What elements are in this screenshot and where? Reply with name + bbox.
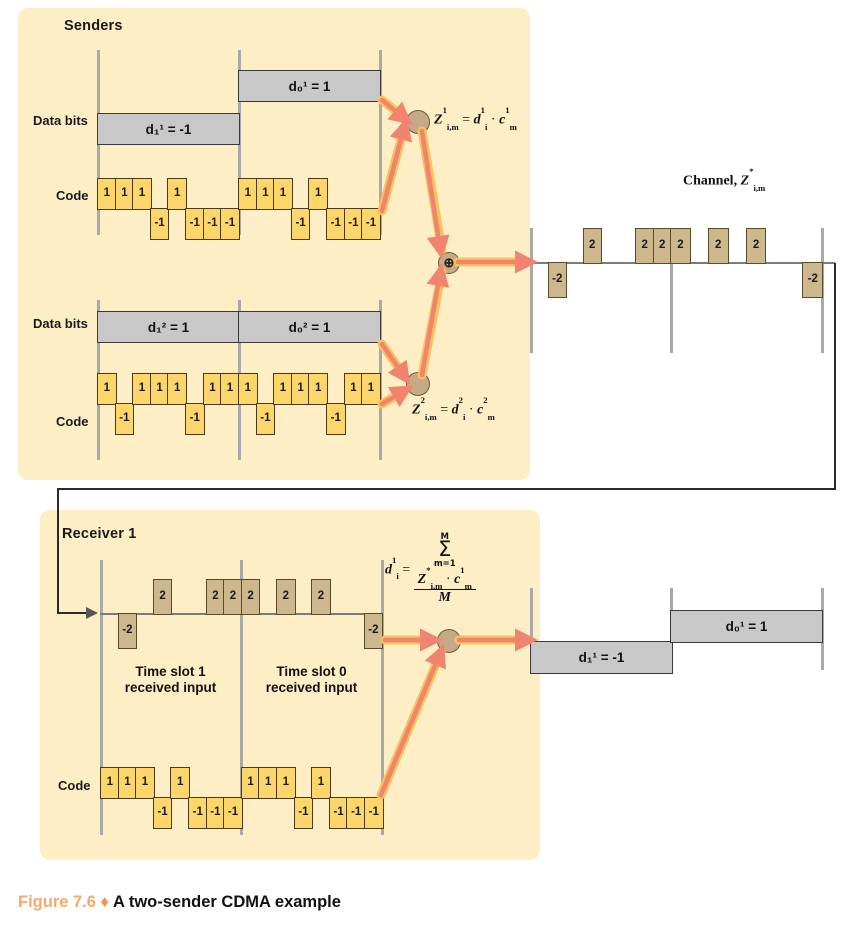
sender2-data-bit-slot1: d₁² = 1 [97, 311, 240, 343]
sender1-data-bits-label: Data bits [33, 113, 88, 128]
receiver-code-chip: 1 [276, 767, 296, 799]
sender1-node-formula: Z1i,m = d1i · c1m [434, 105, 517, 132]
receiver-code-chip: 1 [135, 767, 155, 799]
sender2-code-chip: -1 [326, 403, 346, 435]
sender2-code-chip: -1 [255, 403, 276, 435]
sender1-code-label: Code [56, 188, 89, 203]
receiver-code-chip: 1 [311, 767, 331, 799]
receiver-multiply-node [437, 629, 461, 653]
receiver-input-chip: 2 [311, 579, 331, 615]
sender1-data-bit-slot0: d₀¹ = 1 [238, 70, 381, 102]
sender1-code-chip: -1 [149, 208, 170, 240]
sender2-code-chip: 1 [97, 373, 117, 405]
sender1-code-chip: 1 [273, 178, 293, 210]
sender1-data-bit-slot1: d₁¹ = -1 [97, 113, 240, 145]
receiver-code-chip: -1 [364, 797, 384, 829]
receiver-code-chip: -1 [223, 797, 243, 829]
sender2-code-chip: -1 [185, 403, 205, 435]
sender1-code-chip: -1 [220, 208, 240, 240]
sender2-node-formula: Z2i,m = d2i · c2m [412, 395, 495, 422]
receiver-ruler-left [100, 560, 103, 835]
receiver-input-chip: -2 [117, 613, 138, 649]
sender1-code-chip: 1 [167, 178, 187, 210]
channel-chip: 2 [582, 228, 602, 264]
receiver-input-chip: -2 [363, 613, 384, 649]
sender1-code-chip: -1 [361, 208, 381, 240]
figure-caption: Figure 7.6 ♦ A two-sender CDMA example [18, 893, 341, 912]
caption-text: A two-sender CDMA example [112, 893, 341, 911]
receiver-code-chip: 1 [170, 767, 190, 799]
sender2-code-chip: 1 [238, 373, 258, 405]
receiver-code-label: Code [58, 778, 91, 793]
sender1-multiply-node [406, 110, 430, 134]
sender1-code-chip: 1 [308, 178, 328, 210]
sender2-multiply-node [406, 372, 430, 396]
sender2-code-chip: 1 [308, 373, 328, 405]
receiver-code-chip: -1 [152, 797, 173, 829]
sender2-code-chip: -1 [114, 403, 135, 435]
receiver-title: Receiver 1 [62, 526, 137, 542]
caption-diamond-icon: ♦ [100, 893, 109, 911]
sender1-code-chip: 1 [238, 178, 258, 210]
receiver-output-bit-slot0: d₀¹ = 1 [670, 610, 823, 643]
channel-chip: 2 [745, 228, 767, 264]
channel-chip: -2 [547, 262, 567, 298]
receiver-slot0-caption-line1: Time slot 0 [276, 664, 347, 679]
channel-title: Channel, Z*i,m [683, 166, 766, 193]
receiver-input-chip: 2 [152, 579, 173, 615]
receiver-decode-formula: d1i = M Σ m=1 Z*i,m · c1m M [385, 532, 476, 606]
sender1-code-chip: 1 [132, 178, 152, 210]
receiver-output-bit-slot1: d₁¹ = -1 [530, 641, 673, 674]
receiver-slot1-caption: Time slot 1 received input [100, 664, 241, 697]
receiver-slot0-caption-line2: received input [265, 680, 358, 696]
channel-chip: 2 [670, 228, 691, 264]
receiver-slot1-caption-line1: Time slot 1 [135, 664, 206, 679]
receiver-input-chip: 2 [276, 579, 296, 615]
receiver-slot1-caption-line2: received input [124, 680, 217, 696]
sender1-code-chip: -1 [343, 208, 364, 240]
figure-number: Figure 7.6 [18, 893, 96, 911]
receiver-ruler-right [381, 560, 384, 835]
receiver-code-chip: -1 [293, 797, 314, 829]
sender2-code-chip: 1 [361, 373, 381, 405]
sender2-data-bit-slot0: d₀² = 1 [238, 311, 381, 343]
senders-title: Senders [64, 18, 123, 34]
sum-upper-limit: M [440, 532, 449, 542]
channel-chip: 2 [707, 228, 729, 264]
sender2-code-chip: 1 [167, 373, 187, 405]
sender2-data-bits-label: Data bits [33, 316, 88, 331]
sender1-code-chip: -1 [290, 208, 311, 240]
channel-chip: -2 [802, 262, 824, 298]
sender2-code-chip: 1 [220, 373, 240, 405]
receiver-input-chip: 2 [240, 579, 261, 615]
formula-denominator: M [438, 590, 451, 606]
receiver-ruler-mid [240, 560, 243, 835]
channel-ruler-left [530, 228, 533, 353]
channel-sum-node: ⊕ [438, 252, 460, 274]
sender2-code-label: Code [56, 414, 89, 429]
receiver-slot0-caption: Time slot 0 received input [241, 664, 382, 697]
